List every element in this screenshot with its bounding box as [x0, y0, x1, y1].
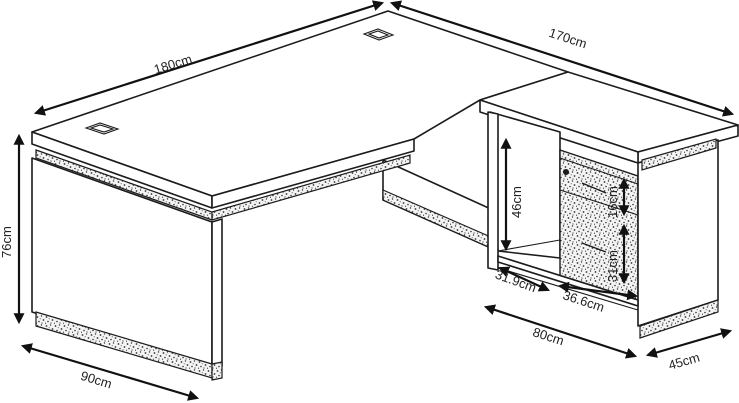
label-drawer-top: 16cm	[605, 186, 620, 218]
label-return-length: 170cm	[547, 25, 589, 51]
dimension-lines	[13, 0, 735, 401]
label-top-width: 180cm	[152, 51, 194, 77]
label-cabinet-depth: 45cm	[667, 350, 702, 373]
rear-modesty-panel	[382, 159, 494, 250]
label-height: 76cm	[0, 226, 14, 258]
label-shelf-height: 46cm	[509, 186, 524, 218]
label-drawer-bottom: 31cm	[605, 250, 620, 282]
label-cabinet-width: 80cm	[531, 324, 566, 348]
desktop-edge-band	[35, 149, 411, 221]
